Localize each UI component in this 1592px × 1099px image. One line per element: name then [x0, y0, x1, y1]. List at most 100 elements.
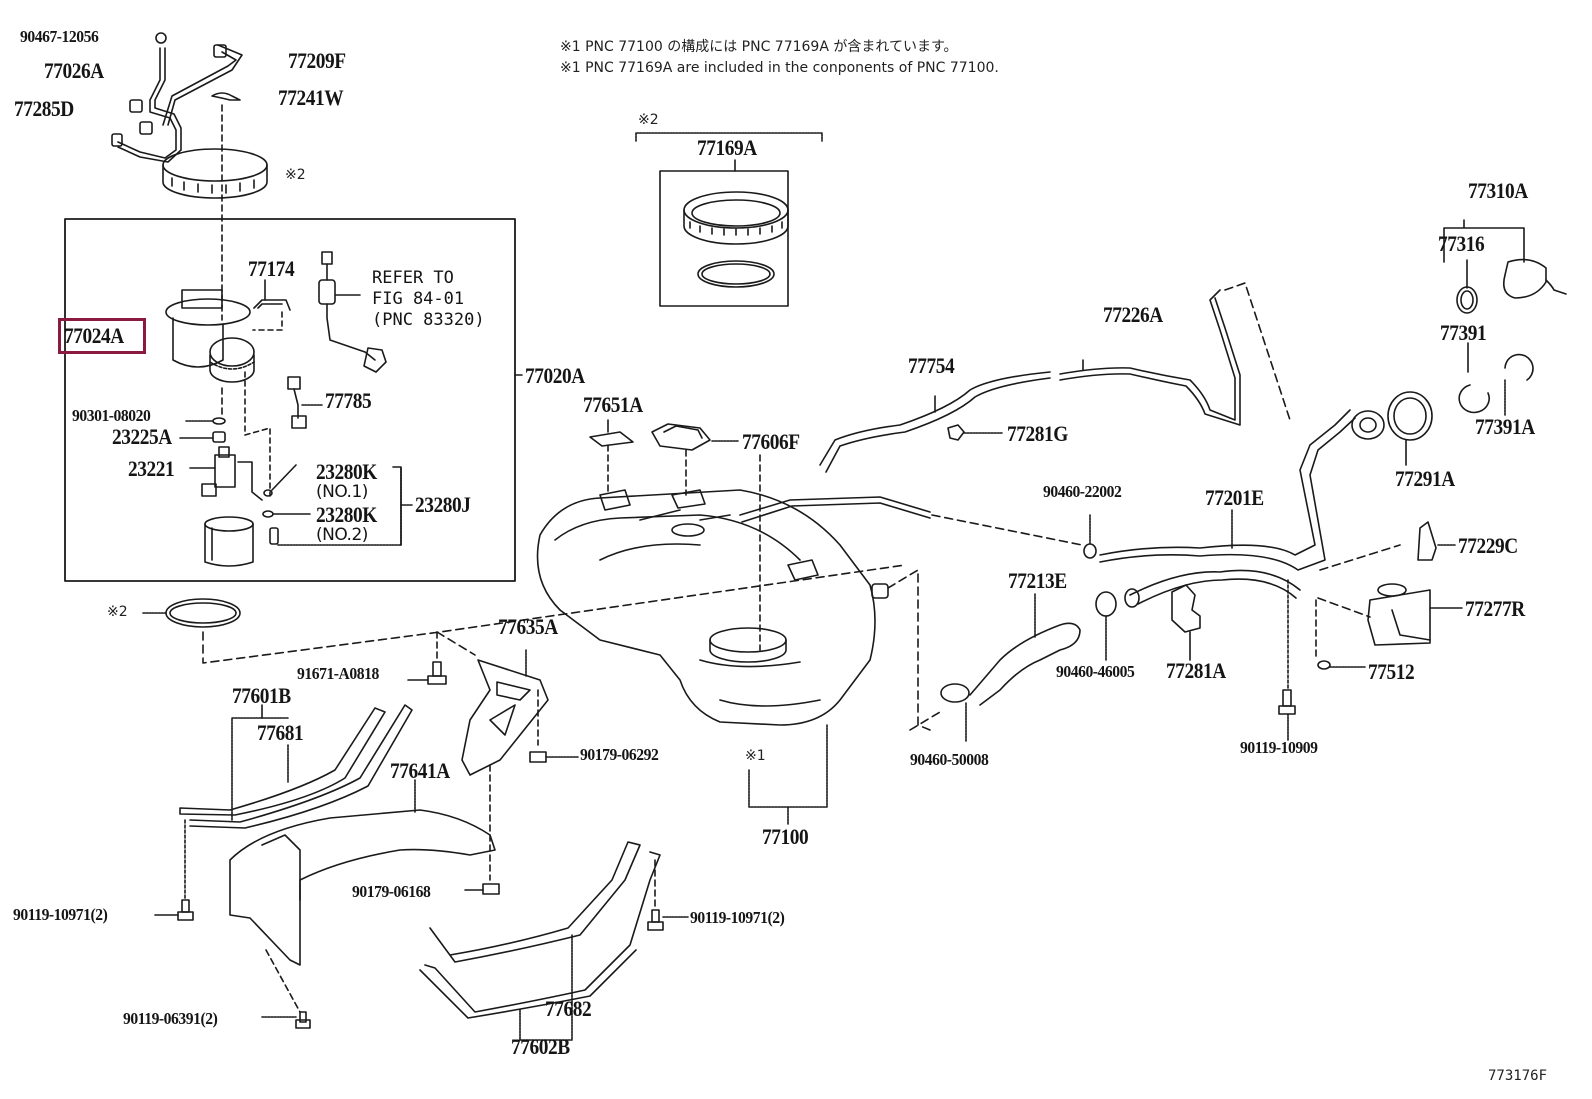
part-label-77229C[interactable]: 77229C: [1458, 533, 1518, 558]
part-label-77209F[interactable]: 77209F: [288, 48, 346, 73]
o-ring-90301-08020: [212, 417, 226, 425]
fuel-filter-cup: [204, 516, 254, 567]
clip-77241W: [211, 92, 241, 101]
ring-77391A: [1504, 353, 1534, 381]
part-sub-no2: (NO.2): [316, 525, 368, 545]
clamp-90460-46005: [1095, 591, 1117, 617]
bolt-90119-06391: [295, 1011, 311, 1029]
gasket-77316: [1456, 286, 1478, 314]
part-label-77291A[interactable]: 77291A: [1395, 466, 1455, 491]
grommet-77512: [1317, 660, 1331, 670]
part-label-90179-06168[interactable]: 90179-06168: [352, 882, 431, 901]
retainer-ring-in-kit: [683, 191, 789, 245]
part-label-23280K-no1[interactable]: 23280K: [316, 459, 377, 484]
filter-23280K-1: [263, 489, 273, 497]
ring-77391: [1458, 384, 1490, 414]
part-label-90460-22002[interactable]: 90460-22002: [1043, 482, 1122, 501]
part-label-90119-10909[interactable]: 90119-10909: [1240, 738, 1318, 757]
part-label-77512[interactable]: 77512: [1368, 659, 1415, 684]
part-label-77785[interactable]: 77785: [325, 388, 372, 413]
part-label-77213E[interactable]: 77213E: [1008, 568, 1067, 593]
refer-to-line2[interactable]: FIG 84-01: [372, 289, 465, 309]
part-label-77635A[interactable]: 77635A: [498, 614, 558, 639]
band-77601B: [179, 704, 413, 829]
bolt-91671-A0818: [427, 661, 447, 685]
part-label-77277R[interactable]: 77277R: [1465, 596, 1525, 621]
clamp-90460-50008: [940, 683, 970, 703]
mark-2-lower-gasket: ※2: [107, 604, 128, 620]
note-english: ※1 PNC 77169A are included in the conpon…: [560, 60, 999, 76]
note-japanese: ※1 PNC 77100 の構成には PNC 77169A が含まれています。: [560, 39, 958, 55]
part-label-77754[interactable]: 77754: [908, 353, 955, 378]
part-label-90119-10971-left[interactable]: 90119-10971(2): [13, 905, 108, 924]
part-label-77100[interactable]: 77100: [762, 824, 809, 849]
pad-77651A: [589, 431, 634, 447]
part-label-90467-12056[interactable]: 90467-12056: [20, 27, 99, 46]
part-label-77226A[interactable]: 77226A: [1103, 302, 1163, 327]
part-label-77174[interactable]: 77174: [248, 256, 295, 281]
part-label-77681[interactable]: 77681: [257, 720, 304, 745]
bolt-90119-10971-right: [647, 909, 664, 931]
part-label-23221[interactable]: 23221: [128, 456, 175, 481]
sender-harness: [318, 251, 387, 373]
nut-90179-06168: [482, 883, 500, 895]
fuel-cap-77310A: [1502, 258, 1567, 299]
vent-tube-77226A: [1059, 289, 1241, 426]
part-label-90119-10971-right[interactable]: 90119-10971(2): [690, 908, 785, 927]
cushion-23225A: [212, 431, 226, 443]
part-label-77602B[interactable]: 77602B: [511, 1034, 570, 1059]
part-label-77024A[interactable]: 77024A: [64, 323, 124, 348]
part-label-77391[interactable]: 77391: [1440, 320, 1487, 345]
part-label-77682[interactable]: 77682: [545, 996, 592, 1021]
part-label-91671-A0818[interactable]: 91671-A0818: [297, 664, 379, 683]
hose-77213E: [969, 622, 1081, 706]
fuel-tube-assembly: [111, 32, 243, 163]
pump-harness: [287, 376, 307, 429]
filler-pipe-77201E: [1099, 409, 1385, 608]
clamp-90460-22002: [1083, 543, 1097, 559]
part-label-77281A[interactable]: 77281A: [1166, 658, 1226, 683]
bracket-77635A: [461, 659, 549, 776]
part-label-77316[interactable]: 77316: [1438, 231, 1485, 256]
part-label-77169A[interactable]: 77169A: [697, 135, 757, 160]
cap-group-bracket: [1443, 219, 1525, 263]
tank-assembly-bracket: [748, 724, 828, 808]
part-sub-no1: (NO.1): [316, 482, 368, 502]
part-label-90460-46005[interactable]: 90460-46005: [1056, 662, 1135, 681]
band-77602B: [419, 841, 661, 1019]
gasket-kit-bracket: [635, 132, 823, 142]
part-label-77020A[interactable]: 77020A: [525, 363, 585, 388]
retainer-ring-top: [162, 148, 268, 199]
protector-77641A: [229, 809, 496, 966]
part-label-90179-06292[interactable]: 90179-06292: [580, 745, 659, 764]
refer-to-line1: REFER TO: [372, 268, 454, 288]
clamp-77281A: [1171, 584, 1201, 633]
part-label-77606F[interactable]: 77606F: [742, 429, 800, 454]
part-label-77601B[interactable]: 77601B: [232, 683, 291, 708]
part-label-77201E[interactable]: 77201E: [1205, 485, 1264, 510]
part-label-77026A[interactable]: 77026A: [44, 58, 104, 83]
vent-hose-77754: [819, 371, 1051, 473]
fuel-pump-assembly-box: [64, 218, 516, 582]
part-label-77641A[interactable]: 77641A: [390, 758, 450, 783]
part-label-90119-06391[interactable]: 90119-06391(2): [123, 1009, 218, 1028]
housing-77277R: [1367, 583, 1431, 646]
part-label-77391A[interactable]: 77391A: [1475, 414, 1535, 439]
part-label-90460-50008[interactable]: 90460-50008: [910, 750, 989, 769]
part-label-77651A[interactable]: 77651A: [583, 392, 643, 417]
part-label-77241W[interactable]: 77241W: [278, 85, 344, 110]
mark-2-top-ring: ※2: [285, 167, 306, 183]
part-label-23225A[interactable]: 23225A: [112, 424, 172, 449]
part-label-77285D[interactable]: 77285D: [14, 96, 74, 121]
part-label-23280K-no2[interactable]: 23280K: [316, 502, 377, 527]
mark-2-kit: ※2: [638, 112, 659, 128]
gasket-kit-box: [659, 170, 789, 307]
part-label-90301-08020[interactable]: 90301-08020: [72, 406, 151, 425]
figure-number: 773176F: [1488, 1068, 1548, 1084]
bracket-77174: [253, 299, 291, 311]
part-label-77310A[interactable]: 77310A: [1468, 178, 1528, 203]
part-label-23280J[interactable]: 23280J: [415, 492, 471, 517]
mark-1-tank: ※1: [745, 748, 766, 764]
gasket-in-kit: [697, 260, 775, 288]
part-label-77281G[interactable]: 77281G: [1007, 421, 1068, 446]
